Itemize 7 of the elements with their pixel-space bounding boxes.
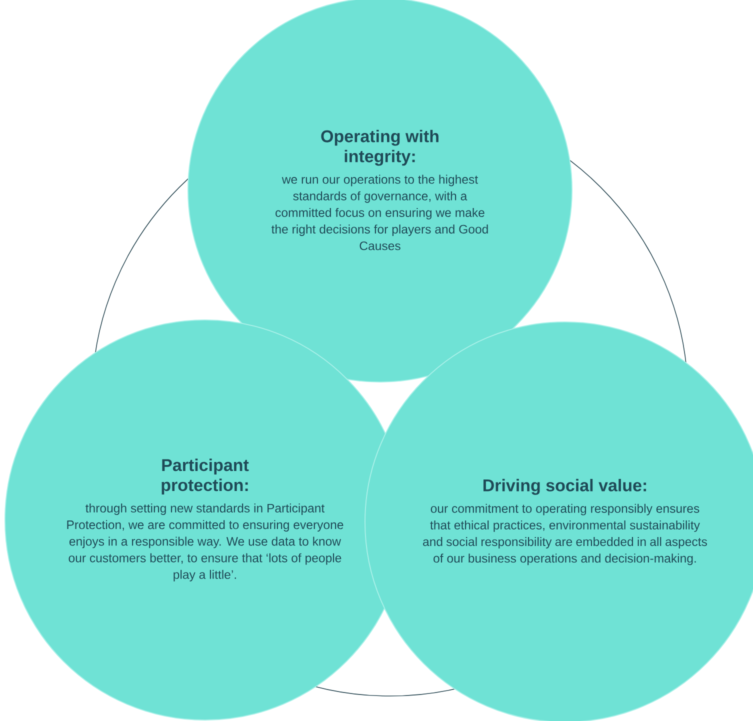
node-label: our commitment to operating responsibly ensures that ethical practices, environmental sustainability and social responsibility are embedded in all aspects of our business operations and decision-making. xyxy=(423,504,707,566)
circle-bubble: Participant protection: through setting new standards in Participant Protection, we are committed to ensuring everyone enjoys in a responsible way. We use data to know our customers better, to ensure that ‘lots of people play a little’. xyxy=(4,320,406,720)
circle-bubble: Operating with integrity: we run our operations to the highest standards of governance, with a committed focus on ensuring we make the right decisions for players and Good Causes xyxy=(188,0,572,382)
node-label: Driving social value: xyxy=(483,478,646,495)
node-label: through setting new standards in Participant Protection, we are committed to ensuring everyone enjoys in a responsible way. We use data to know our customers better, to ensure that ‘lots of people play a little’. xyxy=(67,504,344,582)
circle-bubble: Driving social value: our commitment to operating responsibly ensures that ethical practices, environmental sustainability and social responsibility are embedded in all aspects of our business operations and decision-making. xyxy=(364,322,753,721)
node-label: Participant protection: xyxy=(162,458,249,494)
